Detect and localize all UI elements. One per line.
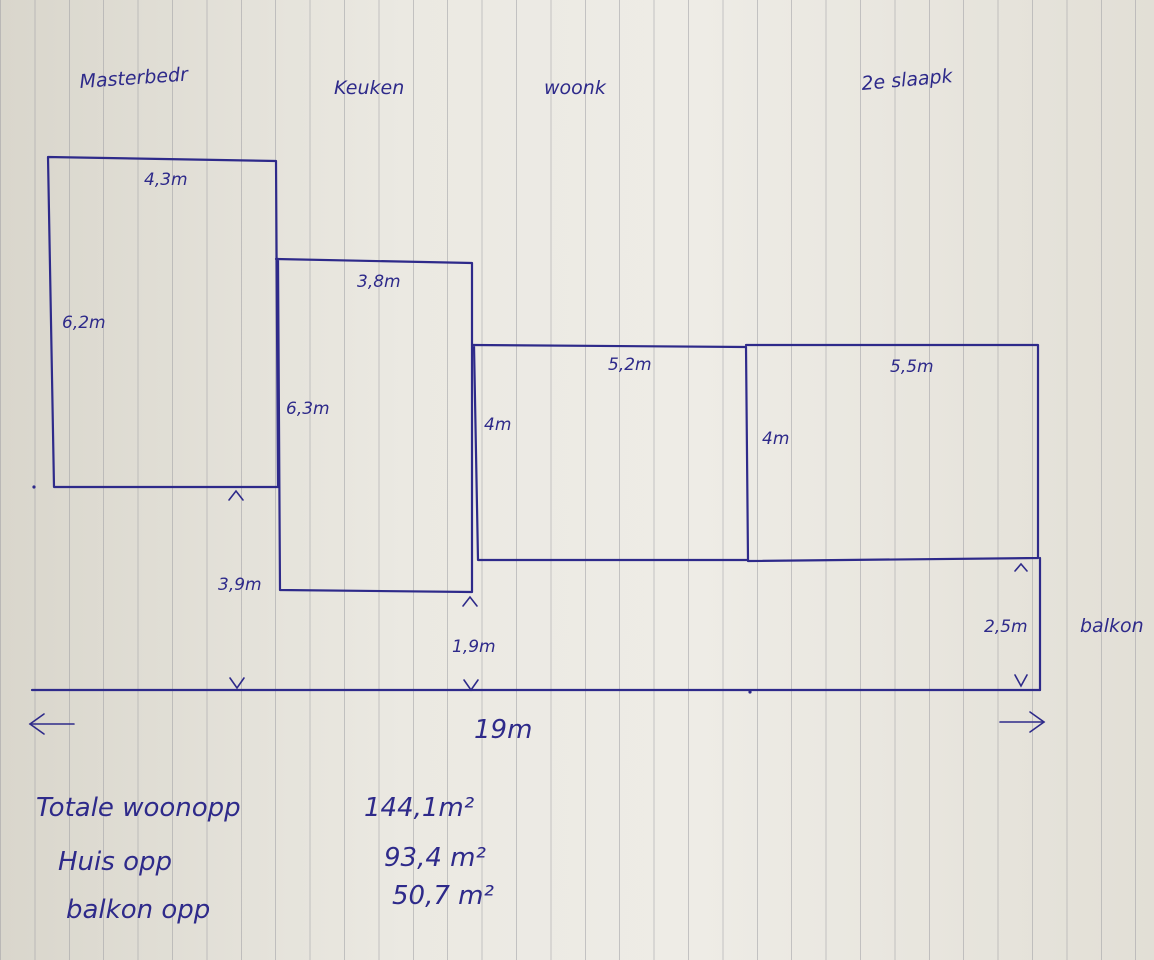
arrow-up-left-icon: [228, 489, 244, 501]
balcony-label: balkon: [1080, 615, 1144, 637]
room-label-kitchen: Keuken: [334, 77, 404, 99]
dim-kitchen-width: 3,8m: [357, 272, 401, 292]
dim-living-width: 5,2m: [608, 355, 652, 375]
master-bedroom-outline: [46, 155, 280, 489]
arrow-down-middle-icon: [463, 679, 479, 692]
arrow-down-left-icon: [229, 677, 245, 690]
room-label-living-room: woonk: [544, 77, 607, 99]
summary-total-label: Totale woonopp: [36, 793, 241, 823]
dim-master-width: 4,3m: [144, 170, 188, 190]
second-bedroom-outline: [744, 343, 1040, 563]
summary-house-label: Huis opp: [58, 847, 172, 877]
dim-total-length: 19m: [474, 715, 532, 745]
summary-total-value: 144,1m²: [364, 793, 474, 823]
arrow-up-right-icon: [1014, 562, 1028, 572]
dot-mark: [32, 485, 36, 489]
dot-mark: [748, 690, 752, 694]
dim-bedroom2-depth: 4m: [762, 429, 789, 449]
dim-offset-middle: 1,9m: [452, 637, 496, 657]
dim-balcony-depth: 2,5m: [984, 617, 1028, 637]
summary-balcony-value: 50,7 m²: [392, 881, 494, 911]
dim-master-depth: 6,2m: [62, 313, 106, 333]
left-arrow-icon: [28, 713, 75, 735]
arrow-down-right-icon: [1014, 674, 1028, 688]
dim-offset-left: 3,9m: [218, 575, 262, 595]
arrow-up-middle-icon: [462, 595, 478, 607]
kitchen-outline: [274, 257, 474, 594]
living-room-outline: [470, 343, 750, 562]
summary-balcony-label: balkon opp: [66, 895, 210, 925]
dim-kitchen-depth: 6,3m: [286, 399, 330, 419]
room-label-second-bedroom: 2e slaapk: [861, 65, 955, 95]
summary-house-value: 93,4 m²: [384, 843, 486, 873]
dim-bedroom2-width: 5,5m: [890, 357, 934, 377]
room-label-master-bedroom: Masterbedr: [79, 63, 190, 93]
dim-living-depth: 4m: [484, 415, 511, 435]
right-arrow-icon: [999, 711, 1046, 733]
